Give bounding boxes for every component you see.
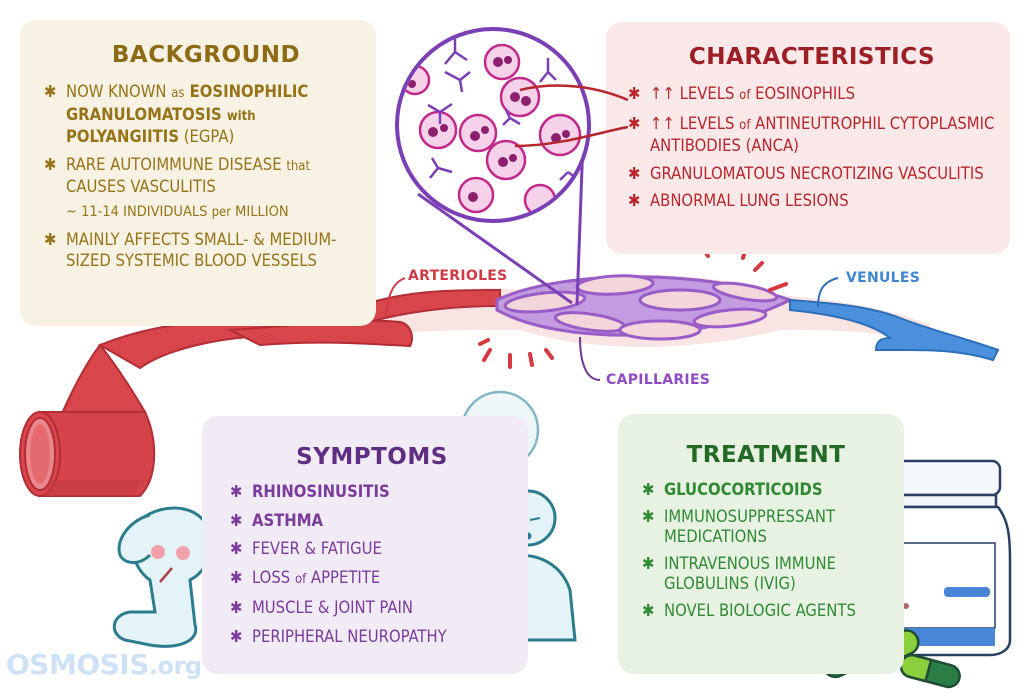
item-text: NOVEL BIOLOGIC AGENTS bbox=[664, 600, 856, 620]
list-item: ✱ NOW KNOWN as EOSINOPHILIC GRANULOMATOSI… bbox=[44, 82, 358, 148]
symptoms-heading: SYMPTOMS bbox=[296, 444, 448, 470]
bullet-asterisk-icon: ✱ bbox=[230, 598, 243, 617]
item-text: CAUSES VASCULITIS bbox=[66, 177, 216, 196]
bullet-asterisk-icon: ✱ bbox=[230, 626, 243, 646]
list-item: ✱ GLUCOCORTICOIDS bbox=[642, 480, 890, 501]
background-panel: BACKGROUND ✱ NOW KNOWN as EOSINOPHILIC GR… bbox=[20, 20, 376, 326]
list-item: ✱ RHINOSINUSITIS bbox=[230, 482, 514, 503]
fever-figure bbox=[112, 506, 213, 648]
item-text: APPETITE bbox=[306, 567, 381, 587]
item-text: RARE AUTOIMMUNE DISEASE bbox=[66, 154, 287, 174]
list-item: ✱ RARE AUTOIMMUNE DISEASE that CAUSES VAS… bbox=[44, 155, 358, 198]
item-text: per bbox=[211, 204, 232, 220]
bullet-asterisk-icon: ✱ bbox=[642, 600, 655, 620]
item-text: with bbox=[226, 108, 256, 124]
bullet-asterisk-icon: ✱ bbox=[628, 163, 641, 183]
item-text: ASTHMA bbox=[252, 510, 323, 530]
item-text: MILLION bbox=[231, 203, 289, 220]
bullet-asterisk-icon: ✱ bbox=[642, 480, 655, 499]
item-text: GRANULOMATOUS NECROTIZING VASCULITIS bbox=[650, 163, 984, 183]
item-text: RHINOSINUSITIS bbox=[252, 482, 390, 501]
list-item: ✱ LOSS of APPETITE bbox=[230, 568, 514, 591]
list-item: ✱ PERIPHERAL NEUROPATHY bbox=[230, 627, 514, 648]
item-text: ABNORMAL LUNG LESIONS bbox=[650, 191, 849, 210]
magnifier bbox=[395, 27, 591, 306]
item-text: as bbox=[171, 86, 185, 101]
bullet-asterisk-icon: ✱ bbox=[628, 84, 641, 103]
symptoms-panel: SYMPTOMS ✱ RHINOSINUSITIS ✱ ASTHMA ✱ FEVER & … bbox=[202, 416, 528, 674]
background-heading: BACKGROUND bbox=[111, 42, 301, 68]
characteristics-list: ✱ ↑↑ LEVELS of EOSINOPHILS ✱ ↑↑ LEVELS of A… bbox=[628, 84, 996, 212]
bullet-asterisk-icon: ✱ bbox=[230, 539, 243, 558]
artery bbox=[19, 288, 501, 497]
list-item: ✱ MAINLY AFFECTS SMALL- & MEDIUM-SIZED SY… bbox=[44, 230, 358, 271]
item-text: MUSCLE & JOINT PAIN bbox=[252, 598, 413, 617]
venules bbox=[789, 298, 1000, 362]
list-item: ✱ FEVER & FATIGUE bbox=[230, 539, 514, 560]
treatment-panel: TREATMENT ✱ GLUCOCORTICOIDS ✱ IMMUNOSUPPRES… bbox=[618, 414, 904, 674]
bullet-asterisk-icon: ✱ bbox=[628, 191, 641, 210]
item-text: ANTINEUTROPHIL CYTOPLASMIC ANTIBODIES (A… bbox=[650, 113, 995, 156]
bullet-asterisk-icon: ✱ bbox=[628, 113, 641, 133]
pill-bottle bbox=[888, 459, 1012, 657]
symptoms-list: ✱ RHINOSINUSITIS ✱ ASTHMA ✱ FEVER & FATIGUE ✱ L… bbox=[230, 482, 514, 647]
bullet-asterisk-icon: ✱ bbox=[642, 553, 655, 573]
item-text: FEVER & FATIGUE bbox=[252, 539, 382, 558]
background-list: ✱ NOW KNOWN as EOSINOPHILIC GRANULOMATOSI… bbox=[44, 82, 358, 271]
treatment-heading: TREATMENT bbox=[686, 442, 846, 468]
bullet-asterisk-icon: ✱ bbox=[642, 506, 655, 526]
list-item: ✱ ↑↑ LEVELS of EOSINOPHILS bbox=[628, 84, 996, 107]
list-item: ✱ ABNORMAL LUNG LESIONS bbox=[628, 191, 996, 212]
item-text: that bbox=[286, 158, 311, 174]
venules-connector bbox=[817, 277, 839, 308]
bullet-asterisk-icon: ✱ bbox=[230, 482, 243, 501]
bullet-asterisk-icon: ✱ bbox=[44, 154, 57, 174]
venules-label: VENULES bbox=[846, 270, 921, 286]
capillaries-label: CAPILLARIES bbox=[606, 372, 711, 388]
list-item: ✱ MUSCLE & JOINT PAIN bbox=[230, 598, 514, 619]
capillaries-connector bbox=[579, 336, 601, 381]
item-text: EOSINOPHILIC GRANULOMATOSIS bbox=[66, 82, 309, 124]
item-text: MAINLY AFFECTS SMALL- & MEDIUM-SIZED SYS… bbox=[66, 230, 337, 270]
item-text: PERIPHERAL NEUROPATHY bbox=[252, 626, 447, 646]
list-item: ✱ ↑↑ LEVELS of ANTINEUTROPHIL CYTOPLASMIC… bbox=[628, 114, 996, 157]
osmosis-logo[interactable]: OSMOSIS.org bbox=[6, 648, 202, 681]
item-text: of bbox=[739, 117, 751, 133]
list-item: ~ 11-14 INDIVIDUALS per MILLION bbox=[44, 202, 358, 224]
list-item: ✱ IMMUNOSUPPRESSANT MEDICATIONS bbox=[642, 507, 890, 548]
characteristics-heading: CHARACTERISTICS bbox=[688, 44, 936, 70]
bullet-asterisk-icon: ✱ bbox=[44, 230, 57, 249]
list-item: ✱ NOVEL BIOLOGIC AGENTS bbox=[642, 601, 890, 622]
characteristics-panel: CHARACTERISTICS ✱ ↑↑ LEVELS of EOSINOPHIL… bbox=[606, 22, 1010, 254]
item-text: NOW KNOWN bbox=[66, 82, 172, 101]
arterioles-connector bbox=[385, 277, 406, 317]
arterioles-label: ARTERIOLES bbox=[408, 268, 508, 284]
bullet-asterisk-icon: ✱ bbox=[230, 510, 243, 530]
item-text: ~ 11-14 INDIVIDUALS bbox=[66, 203, 212, 220]
list-item: ✱ ASTHMA bbox=[230, 511, 514, 532]
item-text: of bbox=[294, 571, 307, 587]
item-text: ↑↑ LEVELS bbox=[650, 84, 740, 103]
item-text: LOSS bbox=[252, 567, 295, 587]
item-text: INTRAVENOUS IMMUNE GLOBULINS (IVIG) bbox=[664, 553, 836, 594]
bullet-asterisk-icon: ✱ bbox=[44, 82, 57, 101]
item-text: GLUCOCORTICOIDS bbox=[664, 480, 823, 499]
item-text: ↑↑ LEVELS bbox=[650, 113, 740, 133]
item-text: IMMUNOSUPPRESSANT MEDICATIONS bbox=[664, 506, 836, 547]
item-text: POLYANGIITIS bbox=[66, 127, 180, 146]
item-text: of bbox=[739, 88, 751, 103]
logo-suffix: .org bbox=[148, 652, 202, 680]
bullet-asterisk-icon: ✱ bbox=[230, 567, 243, 587]
logo-main: OSMOSIS bbox=[6, 648, 149, 681]
item-text: EOSINOPHILS bbox=[750, 84, 855, 103]
list-item: ✱ GRANULOMATOUS NECROTIZING VASCULITIS bbox=[628, 164, 996, 185]
treatment-list: ✱ GLUCOCORTICOIDS ✱ IMMUNOSUPPRESSANT MEDIC… bbox=[642, 480, 890, 621]
item-text: (EGPA) bbox=[179, 127, 235, 146]
list-item: ✱ INTRAVENOUS IMMUNE GLOBULINS (IVIG) bbox=[642, 554, 890, 595]
